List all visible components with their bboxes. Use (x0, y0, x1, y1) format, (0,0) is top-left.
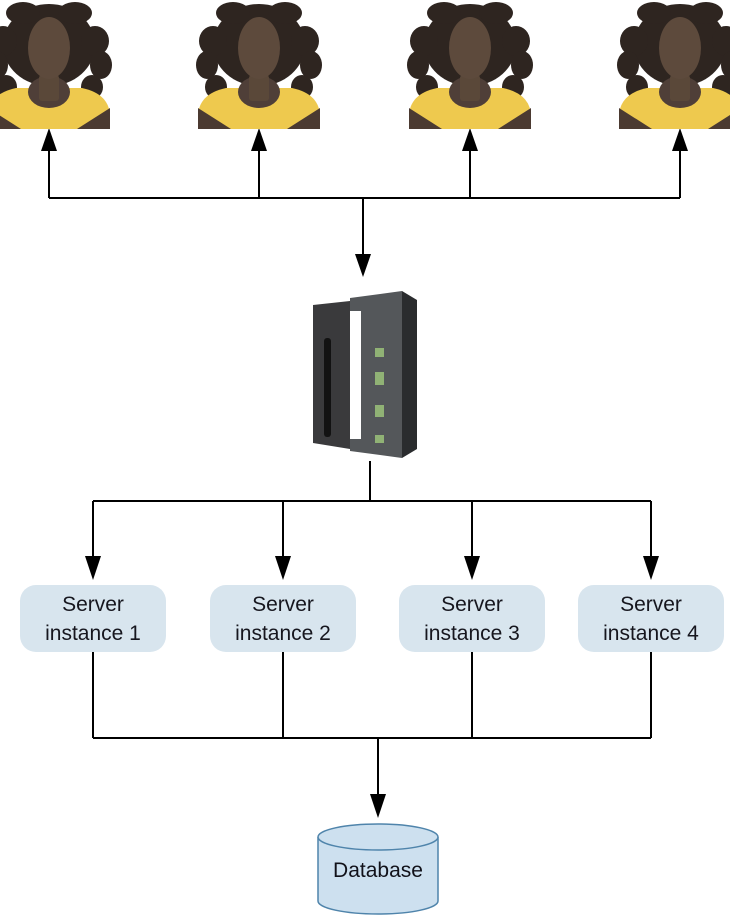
server-instance-3-label-line1: Server (441, 592, 503, 616)
user-avatar-icon (617, 2, 730, 129)
server-instance-4-label-line1: Server (620, 592, 682, 616)
server-instance-4-label-line2: instance 4 (603, 621, 699, 645)
user-avatar-icon (0, 2, 112, 129)
server-tower-icon (313, 291, 417, 458)
server-instance-2-label-line1: Server (252, 592, 314, 616)
server-instance-1-node: Server instance 1 (20, 585, 166, 652)
database-label: Database (333, 859, 423, 882)
database-cylinder-icon (317, 823, 439, 915)
server-instance-3-label-line2: instance 3 (424, 621, 520, 645)
server-instance-4-node: Server instance 4 (578, 585, 724, 652)
server-instance-1-label-line2: instance 1 (45, 621, 141, 645)
user-avatar-icon (407, 2, 533, 129)
connector-lines (48, 147, 681, 796)
server-instance-2-label-line2: instance 2 (235, 621, 331, 645)
server-instance-3-node: Server instance 3 (399, 585, 545, 652)
server-instance-1-label-line1: Server (62, 592, 124, 616)
user-avatar-icon (196, 2, 322, 129)
arrowheads (41, 128, 688, 818)
server-instance-2-node: Server instance 2 (210, 585, 356, 652)
